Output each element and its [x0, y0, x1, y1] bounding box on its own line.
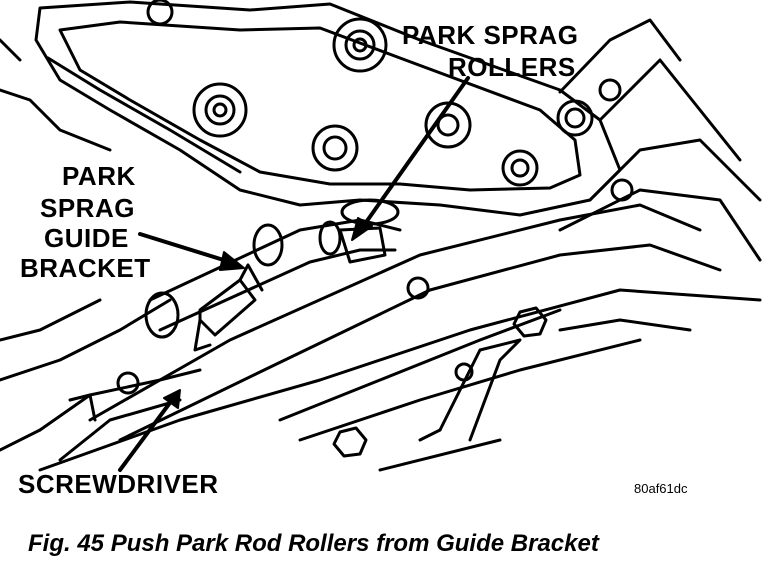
lower-plate — [0, 203, 762, 472]
side-housing — [116, 58, 762, 395]
guide-bracket-label-line-3: GUIDE — [44, 223, 129, 253]
park-sprag-rollers-label-line-1: PARK SPRAG — [402, 20, 579, 50]
guide-bracket — [193, 263, 264, 352]
screwdriver-leader-line — [118, 398, 174, 472]
guide-bracket-label-line-1: PARK — [62, 161, 136, 191]
screwdriver-tool — [0, 368, 202, 462]
bolt — [311, 124, 359, 172]
lower-bracket — [332, 306, 692, 472]
bracket-arrowhead — [219, 251, 245, 271]
bolt — [556, 99, 594, 137]
figure-caption: Fig. 45 Push Park Rod Rollers from Guide… — [28, 530, 599, 557]
bolt — [192, 82, 248, 138]
screwdriver-arrowhead — [163, 389, 181, 409]
guide-bracket-label-line-4: BRACKET — [20, 253, 151, 283]
park-sprag-rollers-label-line-2: ROLLERS — [448, 52, 576, 82]
bolt — [501, 149, 539, 187]
transmission-case — [0, 0, 682, 217]
bolt — [146, 0, 174, 26]
bracket-leader-line — [138, 232, 232, 264]
nut — [332, 426, 368, 458]
guide-bracket-label-line-2: SPRAG — [40, 193, 135, 223]
diagram-illustration — [0, 0, 762, 472]
rollers-arrowhead — [351, 217, 373, 241]
transmission-line-art — [0, 0, 762, 472]
image-code-label: 80af61dc — [634, 481, 688, 496]
callout-arrows — [118, 76, 470, 472]
screwdriver-label: SCREWDRIVER — [18, 469, 219, 499]
bolt — [332, 17, 388, 73]
bolt — [598, 78, 622, 102]
rollers-leader-line — [360, 76, 470, 230]
nut — [512, 306, 548, 338]
